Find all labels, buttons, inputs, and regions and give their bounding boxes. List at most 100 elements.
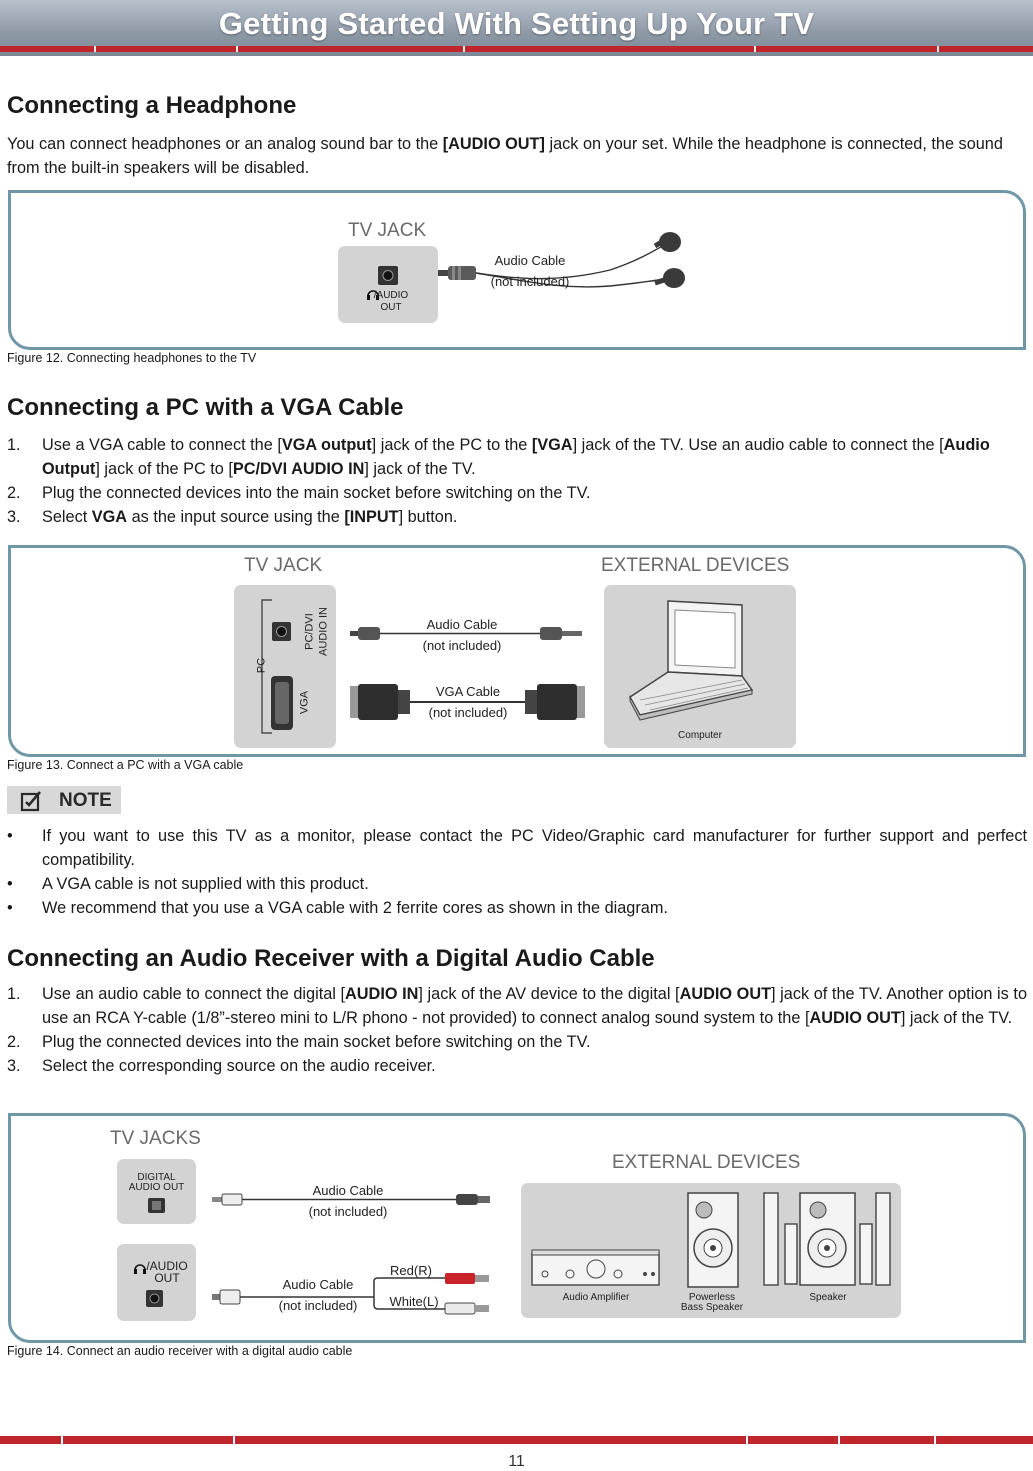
text-run: Use a VGA cable to connect the [ [42, 436, 282, 454]
list-item: • If you want to use this TV as a monitor… [7, 824, 1027, 872]
text-run: ] button. [398, 508, 458, 526]
device-label: Powerless [688, 1292, 736, 1303]
tv-jack-label: TV JACK [348, 220, 427, 241]
stripe-divider [754, 46, 756, 52]
text-run-bold: AUDIO IN [345, 985, 419, 1003]
stripe-divider [838, 1436, 840, 1444]
text-run: ] jack of the TV. [364, 460, 476, 478]
figure-12-caption: Figure 12. Connecting headphones to the … [7, 351, 257, 365]
port-label: OUT [154, 1271, 180, 1285]
stripe-divider [746, 1436, 748, 1444]
text-run-bold: [AUDIO OUT] [442, 135, 545, 153]
cable-label: (not included) [422, 638, 502, 653]
list-item: 2. Plug the connected devices into the ma… [7, 1030, 1027, 1054]
text-run: ] jack of the TV. Another option is to u… [42, 985, 1027, 1027]
text-run: ] jack of the TV. [900, 1009, 1013, 1027]
note-list: • If you want to use this TV as a monitor… [7, 824, 1027, 920]
text-run: ] jack of the TV. Use an audio cable to … [572, 436, 944, 454]
text-run-bold: [VGA [531, 436, 573, 454]
cable-label: (not included) [278, 1298, 358, 1313]
step-number: 2. [7, 484, 21, 502]
text-run-bold: AUDIO OUT [679, 985, 772, 1003]
page-title: Getting Started With Setting Up Your TV [218, 6, 815, 41]
text-run: Use an audio cable to connect the digita… [42, 985, 346, 1003]
text-run-bold: AUDIO OUT [809, 1009, 901, 1027]
step-number: 2. [7, 1033, 21, 1051]
port-label: DIGITAL [137, 1172, 176, 1183]
text-run-bold: PC/DVI AUDIO IN [232, 460, 365, 478]
cable-label: (not included) [308, 1204, 388, 1219]
stripe-divider [61, 1436, 63, 1444]
cable-label: Audio Cable [494, 253, 566, 268]
text-run: Select the corresponding source on the a… [42, 1057, 436, 1075]
cable-label: (not included) [490, 274, 570, 289]
text-run-bold: Audio Output [42, 436, 990, 478]
stripe-divider [236, 46, 238, 52]
external-devices-label: EXTERNAL DEVICES [601, 555, 790, 576]
text-run: Plug the connected devices into the main… [42, 484, 591, 502]
port-label: OUT [380, 302, 402, 313]
section-heading-headphone: Connecting a Headphone [7, 92, 297, 119]
text-run: You can connect headphones or an analog … [7, 135, 443, 153]
section-heading-vga: Connecting a PC with a VGA Cable [7, 394, 404, 421]
vga-steps: 1. Use a VGA cable to connect the [VGA ou… [7, 433, 1027, 529]
device-label: Speaker [809, 1292, 847, 1303]
list-item: • We recommend that you use a VGA cable w… [7, 896, 1027, 920]
cable-label: (not included) [428, 705, 508, 720]
text-run: ] jack of the AV device to the digital [ [418, 985, 680, 1003]
white-channel-label: White(L) [389, 1294, 439, 1309]
figure-13-caption: Figure 13. Connect a PC with a VGA cable [7, 758, 244, 772]
note-text: If you want to use this TV as a monitor,… [42, 827, 1027, 869]
cable-label: VGA Cable [435, 684, 501, 699]
page-number: 11 [508, 1453, 525, 1470]
bullet: • [7, 875, 13, 893]
cable-label: Audio Cable [282, 1277, 354, 1292]
text-run: ] jack of the PC to the [371, 436, 532, 454]
figure-13-frame [8, 545, 1026, 757]
bullet: • [7, 827, 13, 845]
device-label: Bass Speaker [680, 1302, 744, 1313]
list-item: •A VGA cable is not supplied with this p… [7, 872, 1027, 896]
stripe-divider [463, 46, 465, 52]
headphone-description: You can connect headphones or an analog … [7, 132, 1027, 180]
step-number: 1. [7, 985, 21, 1003]
step-number: 3. [7, 1057, 21, 1075]
red-channel-label: Red(R) [390, 1263, 432, 1278]
receiver-steps: 1. Use an audio cable to connect the digi… [7, 982, 1027, 1078]
list-item: 1. Use an audio cable to connect the digi… [7, 982, 1027, 1030]
external-devices-label: EXTERNAL DEVICES [612, 1152, 801, 1173]
text-run-bold: VGA [91, 508, 128, 526]
stripe-divider [937, 46, 939, 52]
text-run: as the input source using the [127, 508, 345, 526]
figure-14-caption: Figure 14. Connect an audio receiver wit… [7, 1344, 353, 1358]
tv-jack-label: TV JACK [244, 555, 323, 576]
port-label: /AUDIO [373, 290, 409, 301]
tv-jacks-label: TV JACKS [110, 1128, 201, 1149]
cable-label: Audio Cable [426, 617, 498, 632]
text-run: Plug the connected devices into the main… [42, 1033, 591, 1051]
text-run-bold: [INPUT [344, 508, 399, 526]
device-label: Audio Amplifier [562, 1292, 630, 1303]
stripe-divider [934, 1436, 936, 1444]
text-run-bold: VGA output [281, 436, 372, 454]
digital-jack-panel [117, 1159, 196, 1224]
stripe-divider [233, 1436, 235, 1444]
footer-red-stripe [0, 1436, 1033, 1444]
note-badge: NOTE [7, 786, 121, 814]
checkbox-pencil-icon [20, 791, 41, 812]
step-number: 3. [7, 508, 21, 526]
list-item: 2. Plug the connected devices into the ma… [7, 481, 1027, 505]
bullet: • [7, 899, 13, 917]
note-text: We recommend that you use a VGA cable wi… [42, 899, 668, 917]
list-item: 3. Select the corresponding source on the… [7, 1054, 1027, 1078]
list-item: 3. Select VGA as the input source using t… [7, 505, 1027, 529]
audio-out-jack-panel [117, 1244, 196, 1321]
text-run: Select [42, 508, 92, 526]
port-label: /AUDIO [146, 1259, 188, 1273]
device-label: Computer [678, 730, 722, 741]
step-number: 1. [7, 436, 21, 454]
text-run: ] jack of the PC to [ [95, 460, 233, 478]
